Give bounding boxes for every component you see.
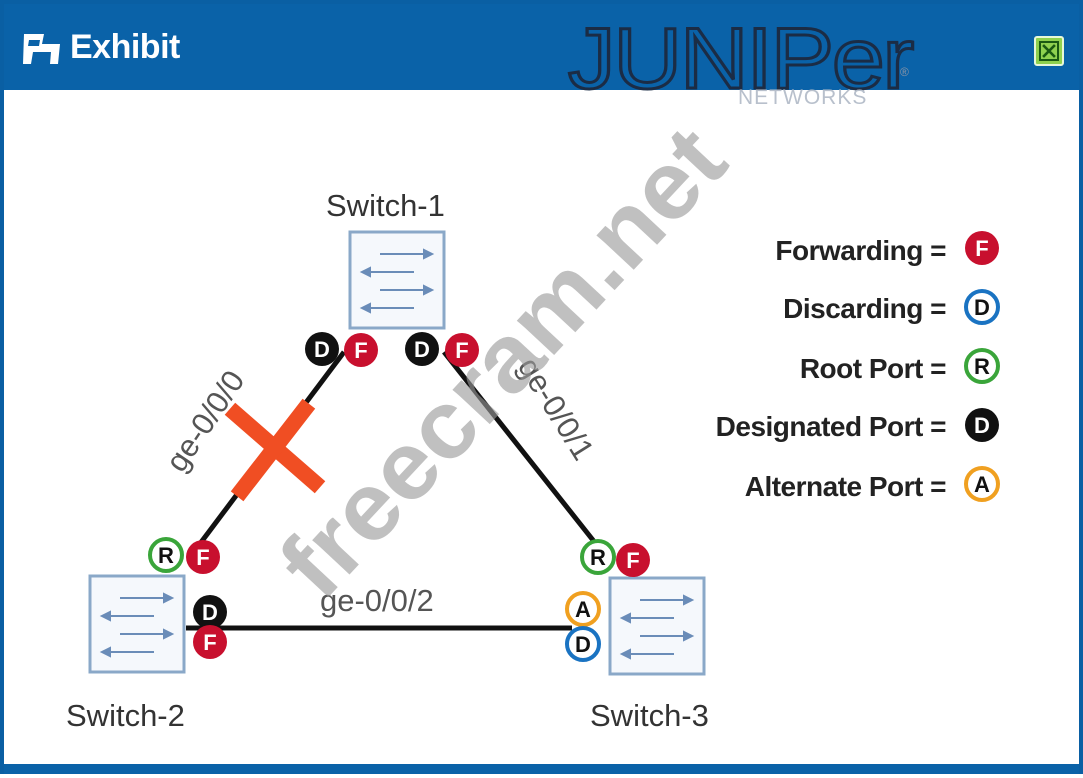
sw1-right-forwarding-badge: F <box>445 333 479 367</box>
legend: Forwarding = F Discarding = D Root Port … <box>716 231 1000 502</box>
svg-text:F: F <box>196 545 209 570</box>
svg-text:F: F <box>354 338 367 363</box>
svg-text:D: D <box>414 337 430 362</box>
svg-text:Alternate Port =: Alternate Port = <box>745 471 946 502</box>
svg-text:F: F <box>203 630 216 655</box>
brand-logo: JUNIPer ® NETWORKS <box>567 10 918 109</box>
title-bar: Exhibit <box>4 4 1079 90</box>
legend-item-designated-port: Designated Port = D <box>716 408 999 442</box>
svg-text:R: R <box>158 543 174 568</box>
svg-text:A: A <box>575 597 591 622</box>
legend-item-alternate-port: Alternate Port = A <box>745 466 1000 502</box>
svg-text:Root Port =: Root Port = <box>800 353 946 384</box>
svg-text:F: F <box>455 338 468 363</box>
sw2-right-forwarding-badge: F <box>193 625 227 659</box>
close-button[interactable] <box>1034 36 1064 66</box>
svg-text:D: D <box>974 413 990 438</box>
switch-1-label: Switch-1 <box>326 188 445 223</box>
svg-text:R: R <box>974 354 990 379</box>
brand-logo-sub: NETWORKS <box>738 86 867 108</box>
svg-text:F: F <box>975 236 988 261</box>
switch-3[interactable] <box>608 576 706 676</box>
window-title: Exhibit <box>70 28 180 66</box>
window-bottom-border <box>4 764 1079 774</box>
svg-text:R: R <box>590 545 606 570</box>
link-label-ge-0-0-2: ge-0/0/2 <box>320 583 434 618</box>
switch-1[interactable] <box>348 230 446 330</box>
switch-2[interactable] <box>88 574 186 674</box>
stp-topology-diagram: ge-0/0/0 ge-0/0/1 ge-0/0/2 Switch-1 Sw <box>66 188 1000 733</box>
link-ge-0-0-1 <box>442 350 602 551</box>
brand-logo-wordmark: JUNIPer <box>568 11 914 107</box>
sw2-top-root-badge: R <box>148 537 184 573</box>
sw3-top-forwarding-badge: F <box>616 543 650 577</box>
svg-text:D: D <box>202 600 218 625</box>
close-x-icon <box>1039 41 1059 61</box>
legend-item-forwarding: Forwarding = F <box>775 231 999 266</box>
legend-item-root-port: Root Port = R <box>800 348 1000 384</box>
svg-text:Discarding =: Discarding = <box>783 293 946 324</box>
sw1-left-forwarding-badge: F <box>344 333 378 367</box>
switch-3-label: Switch-3 <box>590 698 709 733</box>
link-label-ge-0-0-1: ge-0/0/1 <box>511 351 601 466</box>
svg-text:D: D <box>575 632 591 657</box>
svg-text:Designated Port =: Designated Port = <box>716 411 946 442</box>
blocked-link-x-icon <box>224 398 326 502</box>
switch-2-label: Switch-2 <box>66 698 185 733</box>
svg-text:A: A <box>974 472 990 497</box>
svg-text:D: D <box>314 337 330 362</box>
switch-arrows-icon <box>359 248 435 314</box>
switch-arrows-icon <box>619 594 695 660</box>
sw2-right-designated-badge: D <box>193 595 227 629</box>
switch-arrows-icon <box>99 592 175 658</box>
svg-text:F: F <box>626 548 639 573</box>
sw3-top-root-badge: R <box>580 539 616 575</box>
legend-item-discarding: Discarding = D <box>783 289 1000 325</box>
brand-logo-registered: ® <box>900 65 909 79</box>
sw1-left-designated-badge: D <box>305 332 339 366</box>
exhibit-icon <box>23 34 60 64</box>
sw3-left-discarding-badge: D <box>565 626 601 662</box>
sw2-top-forwarding-badge: F <box>186 540 220 574</box>
sw3-left-alternate-badge: A <box>565 591 601 627</box>
sw1-right-designated-badge: D <box>405 332 439 366</box>
svg-text:Forwarding =: Forwarding = <box>775 235 946 266</box>
svg-text:D: D <box>974 295 990 320</box>
